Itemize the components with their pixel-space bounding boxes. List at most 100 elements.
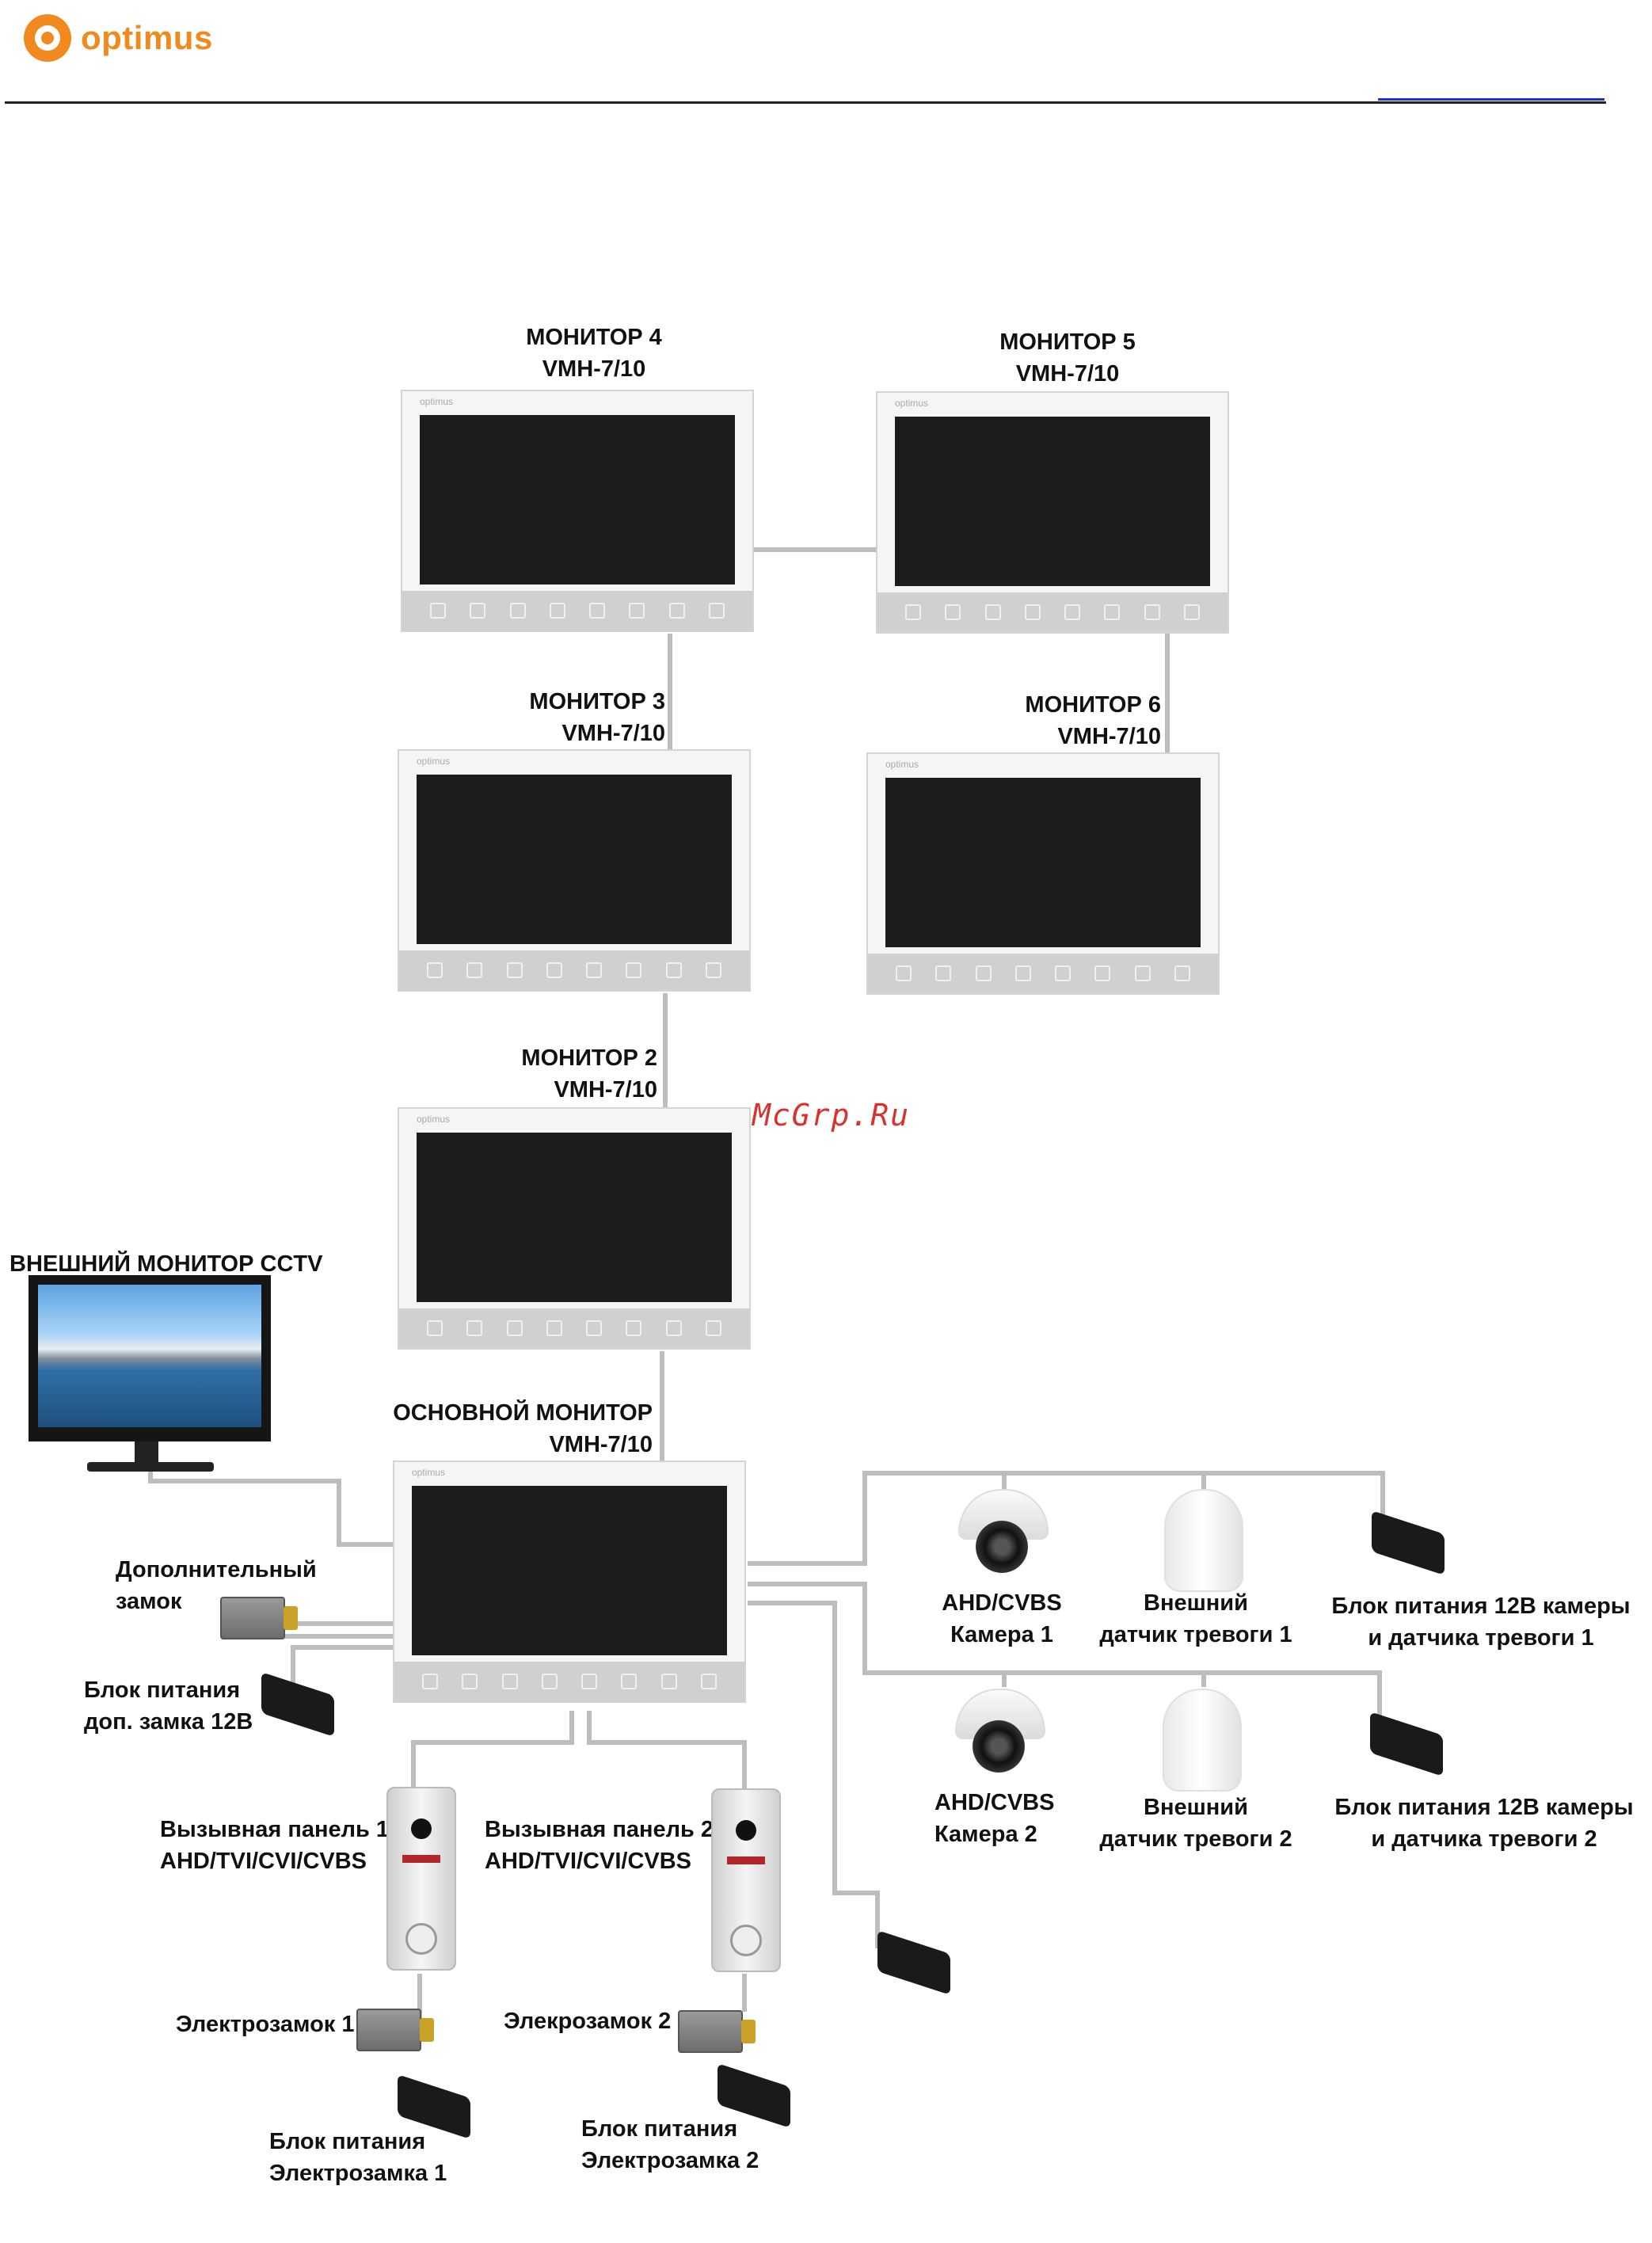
logo-text: optimus [81, 19, 213, 56]
sens2-label-2: датчик тревоги 2 [1099, 1826, 1292, 1852]
lock2-icon [678, 2010, 756, 2053]
call-panel-1-icon [386, 1787, 456, 1971]
psu2-label: Блок питания 12В камеры и датчика тревог… [1334, 1792, 1635, 1855]
monitor-screen [885, 778, 1201, 947]
lpsu2-label: Блок питания Электрозамка 2 [581, 2113, 759, 2176]
sens1-label-2: датчик тревоги 1 [1099, 1622, 1292, 1647]
monitor-button-bar [399, 1308, 749, 1348]
extra-lock-label-2: замок [116, 1589, 182, 1614]
psu1-label-1: Блок питания 12В камеры [1331, 1594, 1631, 1619]
lpsu1-label-2: Электрозамка 1 [269, 2161, 447, 2186]
wire-extra-psu [291, 1645, 393, 1687]
mon4-label: МОНИТОР 4 VMH-7/10 [491, 322, 697, 385]
cam1-label-1: AHD/CVBS [942, 1590, 1062, 1616]
monitor-screen [412, 1486, 727, 1655]
monitor-button-bar [877, 592, 1228, 632]
main-monitor-name: ОСНОВНОЙ МОНИТОР [393, 1400, 653, 1426]
cctv-base [87, 1462, 214, 1472]
monitor-button-bar [399, 950, 749, 990]
mon6-model: VMH-7/10 [1057, 724, 1161, 749]
lpsu1-label: Блок питания Электрозамка 1 [269, 2126, 447, 2189]
extra-psu-label-2: доп. замка 12В [84, 1709, 253, 1735]
mon4-name: МОНИТОР 4 [526, 325, 662, 350]
monitor-brand: optimus [412, 1467, 446, 1478]
mon5-name: МОНИТОР 5 [999, 329, 1136, 355]
cctv-screen-image [38, 1285, 261, 1427]
lpsu2-label-2: Электрозамка 2 [581, 2148, 759, 2173]
mon2-name: МОНИТОР 2 [521, 1045, 657, 1071]
monitor-brand: optimus [417, 756, 451, 767]
lock1-icon [356, 2009, 434, 2051]
mon2-model: VMH-7/10 [554, 1077, 657, 1102]
psu1-label-2: и датчика тревоги 1 [1368, 1625, 1594, 1651]
monitor-screen [417, 775, 732, 944]
monitor-brand: optimus [417, 1114, 451, 1125]
panel2-label: Вызывная панель 2 AHD/TVI/CVI/CVBS [485, 1814, 714, 1877]
mon3-name: МОНИТОР 3 [529, 689, 665, 714]
monitor-button-bar [868, 954, 1218, 993]
main-monitor: optimus [393, 1460, 746, 1703]
extra-lock-label-1: Дополнительный [116, 1557, 317, 1582]
logo-mark-icon [24, 14, 71, 62]
cam2-label: AHD/CVBS Камера 2 [934, 1787, 1054, 1850]
dome-camera-1-icon [950, 1489, 1053, 1592]
monitor-5: optimus [876, 391, 1229, 634]
lpsu2-label-1: Блок питания [581, 2116, 738, 2142]
sens1-label-1: Внешний [1144, 1590, 1248, 1616]
lpsu1-label-1: Блок питания [269, 2129, 426, 2154]
monitor-screen [417, 1133, 732, 1302]
psu2-label-2: и датчика тревоги 2 [1371, 1826, 1597, 1852]
alarm-sensor-1-icon [1164, 1489, 1243, 1592]
sens2-label: Внешний датчик тревоги 2 [1093, 1792, 1299, 1855]
monitor-button-bar [394, 1662, 744, 1701]
monitor-screen [895, 417, 1210, 586]
monitor-4: optimus [401, 390, 754, 632]
optimus-logo: optimus [24, 14, 213, 62]
monitor-brand: optimus [895, 398, 929, 409]
wire-cam1-bus [748, 1471, 1385, 1566]
extra-lock-label: Дополнительный замок [116, 1554, 317, 1617]
watermark: McGrp.Ru [752, 1098, 911, 1133]
cctv-label: ВНЕШНИЙ МОНИТОР CCTV [10, 1251, 323, 1277]
mon2-label: МОНИТОР 2 VMH-7/10 [436, 1042, 657, 1106]
alarm-sensor-2-icon [1163, 1689, 1242, 1792]
monitor-screen [420, 415, 735, 585]
cam1-label-2: Камера 1 [950, 1622, 1053, 1647]
monitor-2: optimus [398, 1107, 751, 1350]
lock2-label: Элекрозамок 2 [504, 2009, 672, 2034]
monitor-3: optimus [398, 749, 751, 992]
panel1-label-2: AHD/TVI/CVI/CVBS [160, 1849, 367, 1874]
cctv-monitor [29, 1275, 271, 1441]
cctv-stand [135, 1441, 158, 1465]
extra-psu-label-1: Блок питания [84, 1677, 241, 1703]
panel1-label-1: Вызывная панель 1 [160, 1817, 390, 1842]
wire-panel1 [411, 1711, 574, 1790]
mon6-label: МОНИТОР 6 VMH-7/10 [942, 689, 1161, 752]
psu2-label-1: Блок питания 12В камеры [1334, 1795, 1634, 1820]
extra-psu-label: Блок питания доп. замка 12В [84, 1674, 253, 1738]
main-monitor-label: ОСНОВНОЙ МОНИТОР VMH-7/10 [388, 1397, 653, 1460]
extra-lock-icon [220, 1597, 298, 1639]
monitor-button-bar [402, 591, 752, 630]
wire-panel2 [587, 1711, 747, 1790]
psu1-label: Блок питания 12В камеры и датчика тревог… [1330, 1590, 1631, 1654]
wire-cctv-main [148, 1472, 393, 1547]
dome-camera-2-icon [947, 1689, 1050, 1792]
wire-aux-psu [748, 1601, 880, 1948]
mon4-model: VMH-7/10 [542, 356, 646, 382]
panel2-label-1: Вызывная панель 2 [485, 1817, 714, 1842]
cam2-label-1: AHD/CVBS [934, 1790, 1055, 1815]
wire-cam2-bus [748, 1582, 1382, 1731]
panel1-label: Вызывная панель 1 AHD/TVI/CVI/CVBS [160, 1814, 389, 1877]
main-monitor-model: VMH-7/10 [549, 1432, 653, 1457]
sens2-label-1: Внешний [1144, 1795, 1248, 1820]
monitor-brand: optimus [885, 759, 919, 770]
cam1-label: AHD/CVBS Камера 1 [919, 1587, 1085, 1651]
lock1-label: Электрозамок 1 [176, 2012, 355, 2037]
header-link-underline [1378, 98, 1604, 101]
monitor-brand: optimus [420, 396, 454, 407]
mon6-name: МОНИТОР 6 [1025, 692, 1161, 718]
mon3-model: VMH-7/10 [561, 721, 665, 746]
mon3-label: МОНИТОР 3 VMH-7/10 [443, 686, 665, 749]
